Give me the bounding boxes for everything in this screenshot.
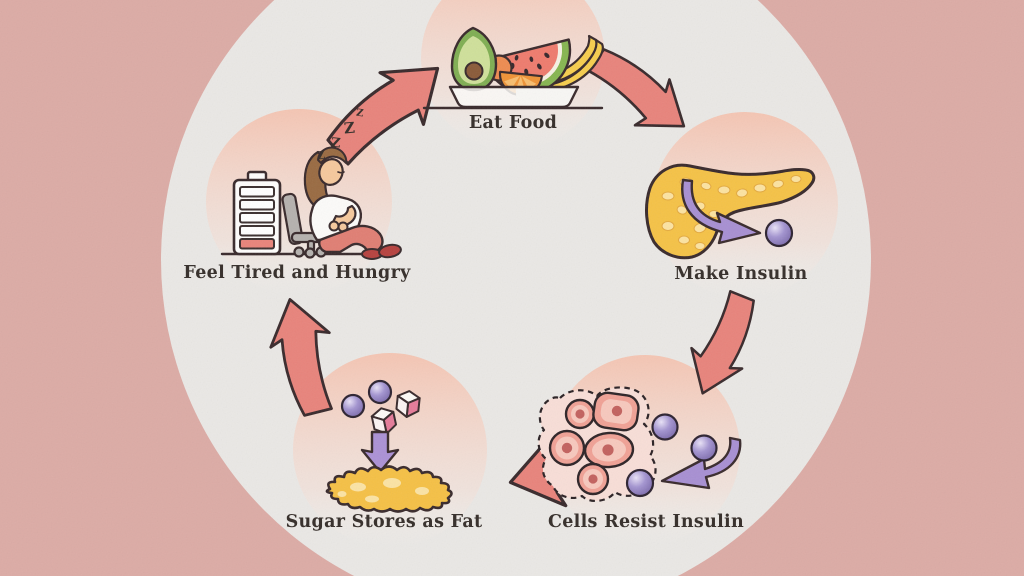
sleep-z-letter: Z xyxy=(330,135,342,152)
stage-label-eat-food: Eat Food xyxy=(468,113,558,133)
stage-label-sugar-stores-as-fat: Sugar Stores as Fat xyxy=(285,512,483,532)
stage-label-feel-tired-and-hungry: Feel Tired and Hungry xyxy=(183,263,411,283)
stage-label-cells-resist-insulin: Cells Resist Insulin xyxy=(547,512,745,532)
stage-label-make-insulin: Make Insulin xyxy=(674,264,808,284)
sleep-z-letter: Z xyxy=(316,148,326,163)
sleep-z-letter: Z xyxy=(343,118,356,138)
sleep-z-letter: Z xyxy=(355,107,365,120)
